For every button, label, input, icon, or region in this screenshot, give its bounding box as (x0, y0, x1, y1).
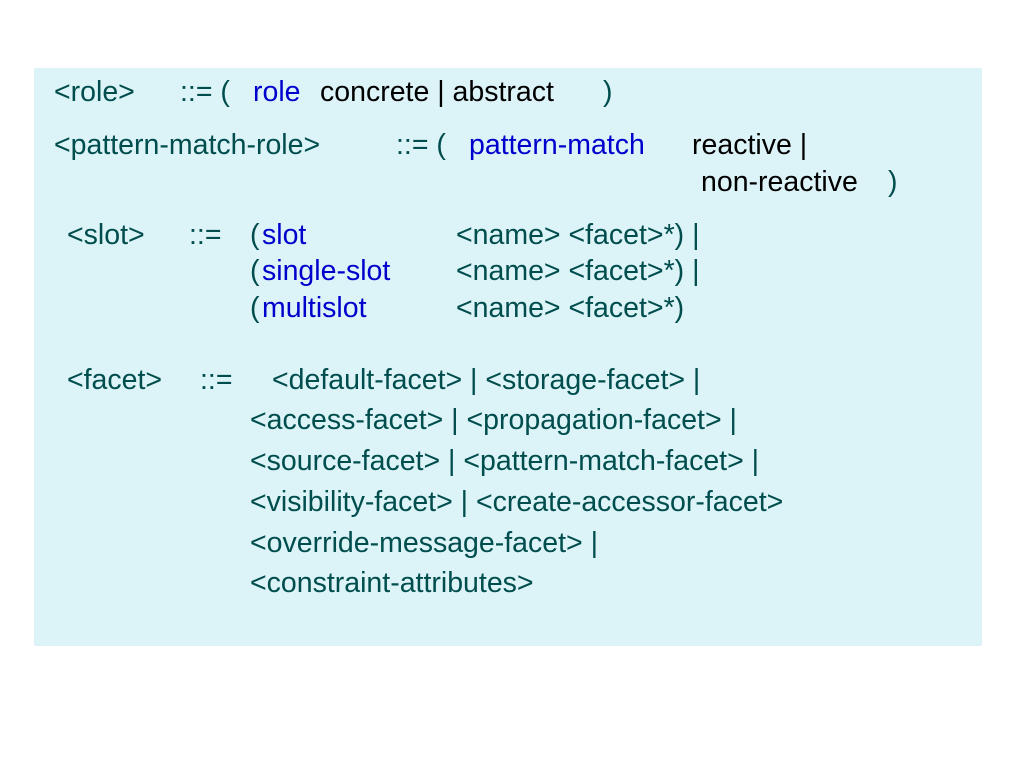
slot-alt-rest: <name> <facet>*) | (456, 255, 700, 287)
role-rule-keyword: role (253, 76, 301, 108)
role-rule-values: concrete | abstract (320, 76, 554, 108)
slot-alt-open: ( (250, 292, 260, 324)
slot-alt-rest: <name> <facet>*) | (456, 219, 700, 251)
facet-rule-line: <default-facet> | <storage-facet> | (272, 364, 701, 396)
role-rule-op: ::= ( (180, 76, 230, 108)
slot-alt-open: ( (250, 219, 260, 251)
pattern-rule-op: ::= ( (396, 129, 446, 161)
pattern-rule-values-2: non-reactive (701, 166, 858, 198)
facet-rule-op: ::= (200, 364, 233, 396)
slot-alt-rest: <name> <facet>*) (456, 292, 685, 324)
slot-rule-lhs: <slot> (67, 219, 145, 251)
slot-rule-op: ::= (189, 219, 222, 251)
facet-rule-line: <source-facet> | <pattern-match-facet> | (250, 445, 760, 477)
facet-rule-lhs: <facet> (67, 364, 163, 396)
slot-alt-keyword: multislot (262, 292, 367, 324)
slot-alt-open: ( (250, 255, 260, 287)
facet-rule-line: <access-facet> | <propagation-facet> | (250, 404, 737, 436)
slot-alt-keyword: slot (262, 219, 307, 251)
pattern-rule-lhs: <pattern-match-role> (54, 129, 321, 161)
facet-rule-line: <visibility-facet> | <create-accessor-fa… (250, 486, 784, 518)
pattern-rule-close: ) (888, 166, 898, 198)
slot-alt-keyword: single-slot (262, 255, 391, 287)
facet-rule-line: <override-message-facet> | (250, 527, 598, 559)
facet-rule-line: <constraint-attributes> (250, 567, 534, 599)
grammar-box (34, 68, 982, 646)
role-rule-lhs: <role> (54, 76, 135, 108)
pattern-rule-values-1: reactive | (692, 129, 808, 161)
pattern-rule-keyword: pattern-match (469, 129, 645, 161)
role-rule-close: ) (603, 76, 613, 108)
